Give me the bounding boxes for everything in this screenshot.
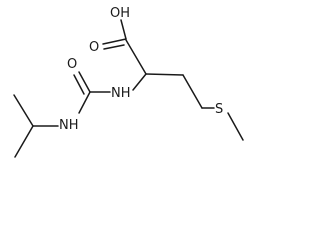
atom-label-hydroxyl: OH bbox=[110, 6, 130, 21]
atom-label-amide-nh: NH bbox=[111, 86, 131, 101]
bond-urea-c-o-double-a bbox=[78, 71, 91, 93]
bond-isopropyl-ch-methyl-up bbox=[13, 94, 34, 127]
atom-label-carbonyl-oxygen-urea: O bbox=[67, 57, 77, 72]
bond-alpha-c-beta-c bbox=[145, 73, 184, 76]
bond-beta-c-gamma-c bbox=[182, 74, 203, 109]
bond-urea-c-nh bbox=[78, 91, 91, 114]
bond-isopropyl-ch-methyl-down bbox=[14, 125, 34, 158]
bond-carboxyl-c-o-double-a bbox=[102, 38, 127, 45]
bond-carboxyl-c-oh bbox=[120, 19, 127, 40]
bond-alpha-c-nh bbox=[132, 73, 147, 91]
atom-label-urea-nh: NH bbox=[59, 118, 79, 133]
bond-carboxyl-c-o-double-b bbox=[103, 44, 125, 50]
bond-alpha-c-carboxyl-c bbox=[125, 39, 147, 75]
atom-label-sulfur: S bbox=[215, 102, 223, 117]
atom-label-carbonyl-oxygen-acid: O bbox=[89, 40, 99, 55]
bond-urea-c-o-double-b bbox=[73, 74, 85, 95]
bond-sulfur-methyl bbox=[227, 112, 244, 141]
chemical-structure-diagram: OH O O NH NH S bbox=[13, 6, 244, 158]
